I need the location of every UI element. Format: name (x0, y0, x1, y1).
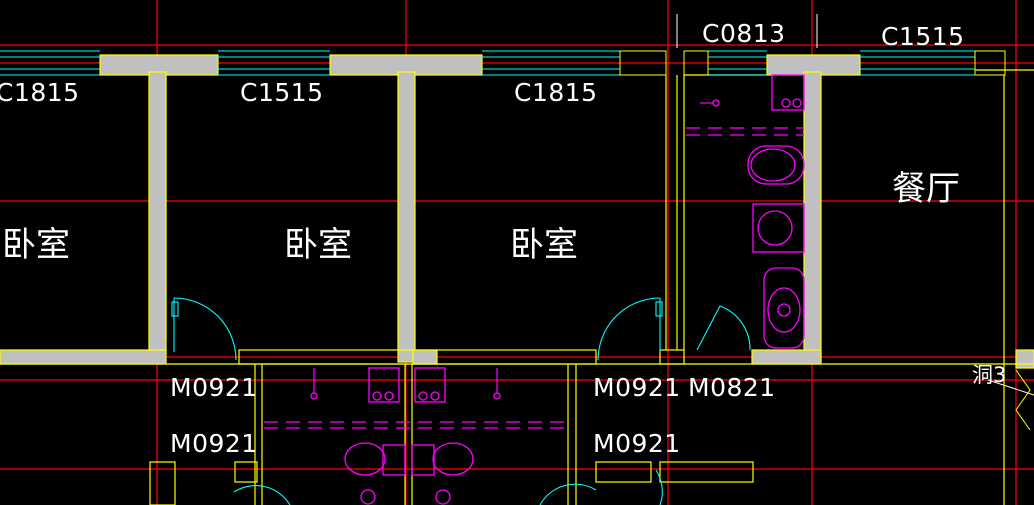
shower-lines (264, 127, 804, 429)
walls (0, 54, 1034, 369)
windows (0, 50, 975, 76)
window-frames (619, 50, 1006, 76)
door-label-m0921-d: M0921 (593, 429, 681, 458)
room-label-bedroom-right: 卧室 (510, 225, 578, 265)
room-label-dining: 餐厅 (892, 169, 960, 209)
door-swings (173, 297, 751, 505)
window-label-c1515-mid: C1515 (240, 78, 324, 107)
door-label-m0921-a: M0921 (170, 373, 258, 402)
stair-edge (1015, 369, 1031, 431)
dimension-ticks (676, 14, 1034, 396)
room-label-bedroom-left: 卧室 (2, 225, 70, 265)
door-label-m0921-c: M0921 (170, 429, 258, 458)
window-label-c1815-left: C1815 (0, 78, 80, 107)
fixtures (310, 74, 805, 505)
window-label-c1815-center: C1815 (514, 78, 598, 107)
door-label-m0821: M0821 (688, 373, 776, 402)
window-label-c1515-right: C1515 (881, 22, 965, 51)
window-label-c0813: C0813 (702, 19, 786, 48)
fixture-stems (313, 102, 713, 393)
room-label-bedroom-mid: 卧室 (284, 225, 352, 265)
labels: C1815 C1515 C1815 C0813 C1515 卧室 卧室 卧室 餐… (0, 19, 1006, 458)
door-leaves (171, 301, 663, 317)
opening-label-dong3: 洞3 (972, 363, 1006, 387)
door-label-m0921-b: M0921 (593, 373, 681, 402)
